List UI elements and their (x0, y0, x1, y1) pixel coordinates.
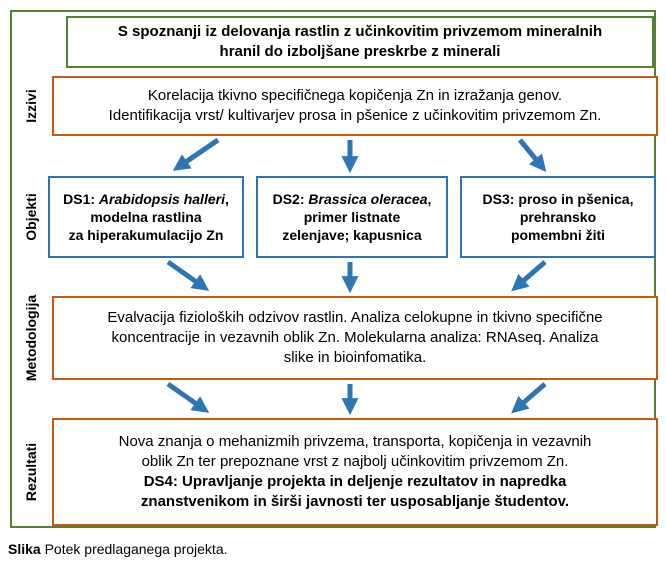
ds2-line-2: primer listnate (303, 208, 401, 225)
ds2-prefix: DS2: (272, 190, 309, 207)
ds2-box: DS2: Brassica oleracea, primer listnate … (256, 176, 448, 258)
arrow-izzivi-to-ds3 (518, 138, 547, 172)
rezultati-line-1: Nova znanja o mehanizmih privzema, trans… (118, 433, 592, 451)
diagram-frame (10, 10, 656, 528)
ds1-species: Arabidopsis halleri (98, 190, 225, 207)
izzivi-line-1: Korelacija tkivno specifičnega kopičenja… (147, 87, 563, 105)
title-line-1: S spoznanji iz delovanja rastlin z učink… (117, 23, 603, 41)
ds3-line-1: DS3: proso in pšenica, (482, 190, 634, 207)
ds1-prefix: DS1: (63, 190, 99, 207)
arrow-ds3-to-metodologija (511, 260, 547, 292)
caption-text: Potek predlaganega projekta. (40, 541, 228, 557)
rezultati-line-2: oblik Zn ter prepoznane vrst z najbolj u… (141, 453, 569, 471)
arrow-metodologija-to-rezultati-right (511, 382, 547, 414)
metodologija-line-2: koncentracije in vezavnih oblik Zn. Mole… (111, 329, 599, 347)
rezultati-line-4: znanstvenikom in širši javnosti ter uspo… (140, 492, 570, 510)
metodologija-box: Evalvacija fizioloških odzivov rastlin. … (52, 296, 658, 380)
arrow-metodologija-to-rezultati-left (166, 381, 210, 413)
arrow-ds1-to-metodologija (166, 259, 210, 291)
ds1-line-3: za hiperakumulacijo Zn (68, 227, 224, 244)
ds1-box: DS1: Arabidopsis halleri, modelna rastli… (48, 176, 244, 258)
title-line-2: hranil do izboljšane preskrbe z minerali (219, 43, 501, 60)
rezultati-box: Nova znanja o mehanizmih privzema, trans… (52, 418, 658, 526)
metodologija-line-1: Evalvacija fizioloških odzivov rastlin. … (107, 309, 603, 327)
ds2-species: Brassica oleracea (308, 190, 428, 207)
title-box: S spoznanji iz delovanja rastlin z učink… (66, 16, 654, 68)
izzivi-box: Korelacija tkivno specifičnega kopičenja… (52, 76, 658, 136)
ds2-line-3: zelenjave; kapusnica (282, 227, 422, 244)
arrow-izzivi-to-ds1 (172, 137, 220, 171)
caption-bold: Slika (8, 541, 41, 557)
ds3-box: DS3: proso in pšenica, prehransko pomemb… (460, 176, 656, 258)
metodologija-line-3: slike in bioinfomatika. (283, 348, 427, 366)
ds2-suffix: , (427, 190, 432, 207)
ds3-line-2: prehransko (519, 208, 597, 225)
izzivi-line-2: Identifikacija vrst/ kultivarjev prosa i… (108, 107, 602, 124)
rezultati-line-3: DS4: Upravljanje projekta in deljenje re… (143, 473, 567, 490)
ds1-suffix: , (224, 190, 229, 207)
ds3-line-3: pomembni žiti (510, 227, 606, 244)
figure-caption: Slika Potek predlaganega projekta. (8, 541, 228, 557)
ds1-line-2: modelna rastlina (90, 208, 202, 225)
